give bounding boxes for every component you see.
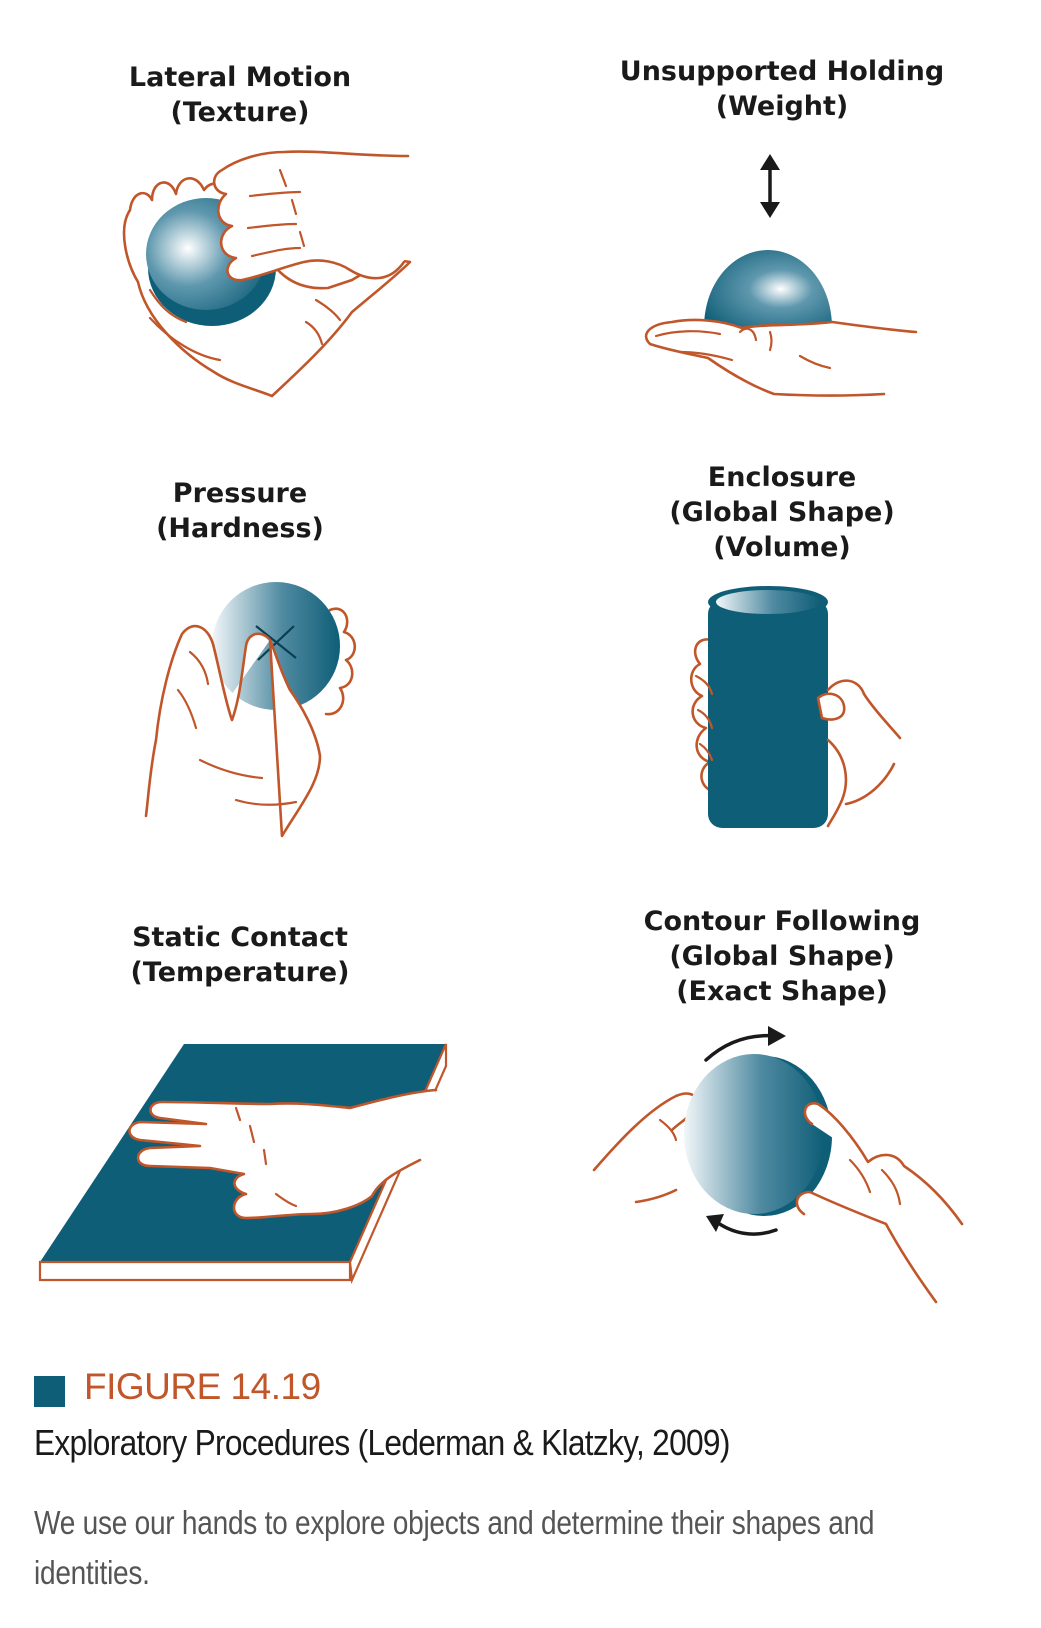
label-line: (Exact Shape) [676, 976, 888, 1007]
label-line: (Texture) [170, 97, 310, 128]
label-line: (Temperature) [130, 957, 350, 988]
lateral-motion-label: Lateral Motion (Texture) [90, 60, 390, 130]
figure-number: FIGURE 14.19 [84, 1366, 321, 1407]
label-line: (Global Shape) [669, 497, 895, 528]
rubbing-hand [212, 150, 410, 282]
static-contact-illustration [38, 1043, 448, 1285]
label-line: Unsupported Holding [619, 56, 945, 87]
label-line: Lateral Motion [128, 62, 352, 93]
unsupported-holding-label: Unsupported Holding (Weight) [612, 54, 952, 124]
unsupported-holding-illustration [644, 154, 918, 397]
label-line: Enclosure [707, 462, 857, 493]
label-line: (Weight) [715, 91, 849, 122]
label-line: (Hardness) [156, 513, 324, 544]
holding-hand [644, 318, 918, 397]
right-hand [795, 1102, 964, 1304]
contour-following-label: Contour Following (Global Shape) (Exact … [622, 904, 942, 1009]
static-contact-label: Static Contact (Temperature) [90, 920, 390, 990]
label-line: (Global Shape) [669, 941, 895, 972]
pressure-illustration [144, 582, 357, 838]
label-line: Static Contact [132, 922, 348, 953]
figure-marker-square [34, 1376, 65, 1407]
label-line: Pressure [172, 478, 308, 509]
left-hand [592, 1092, 699, 1204]
flat-hand [128, 1088, 438, 1220]
lateral-motion-illustration [122, 150, 412, 398]
enclosure-label: Enclosure (Global Shape) (Volume) [632, 460, 932, 565]
right-hand [826, 679, 902, 828]
figure-caption: We use our hands to explore objects and … [34, 1504, 875, 1591]
exploratory-procedures-illustration [38, 150, 964, 1304]
figure-title: Exploratory Procedures (Lederman & Klatz… [34, 1422, 730, 1463]
pressing-hand [144, 624, 322, 838]
enclosure-illustration [689, 586, 902, 828]
pressure-label: Pressure (Hardness) [90, 476, 390, 546]
contour-following-illustration [592, 1026, 964, 1304]
label-line: Contour Following [643, 906, 921, 937]
label-line: (Volume) [713, 532, 851, 563]
